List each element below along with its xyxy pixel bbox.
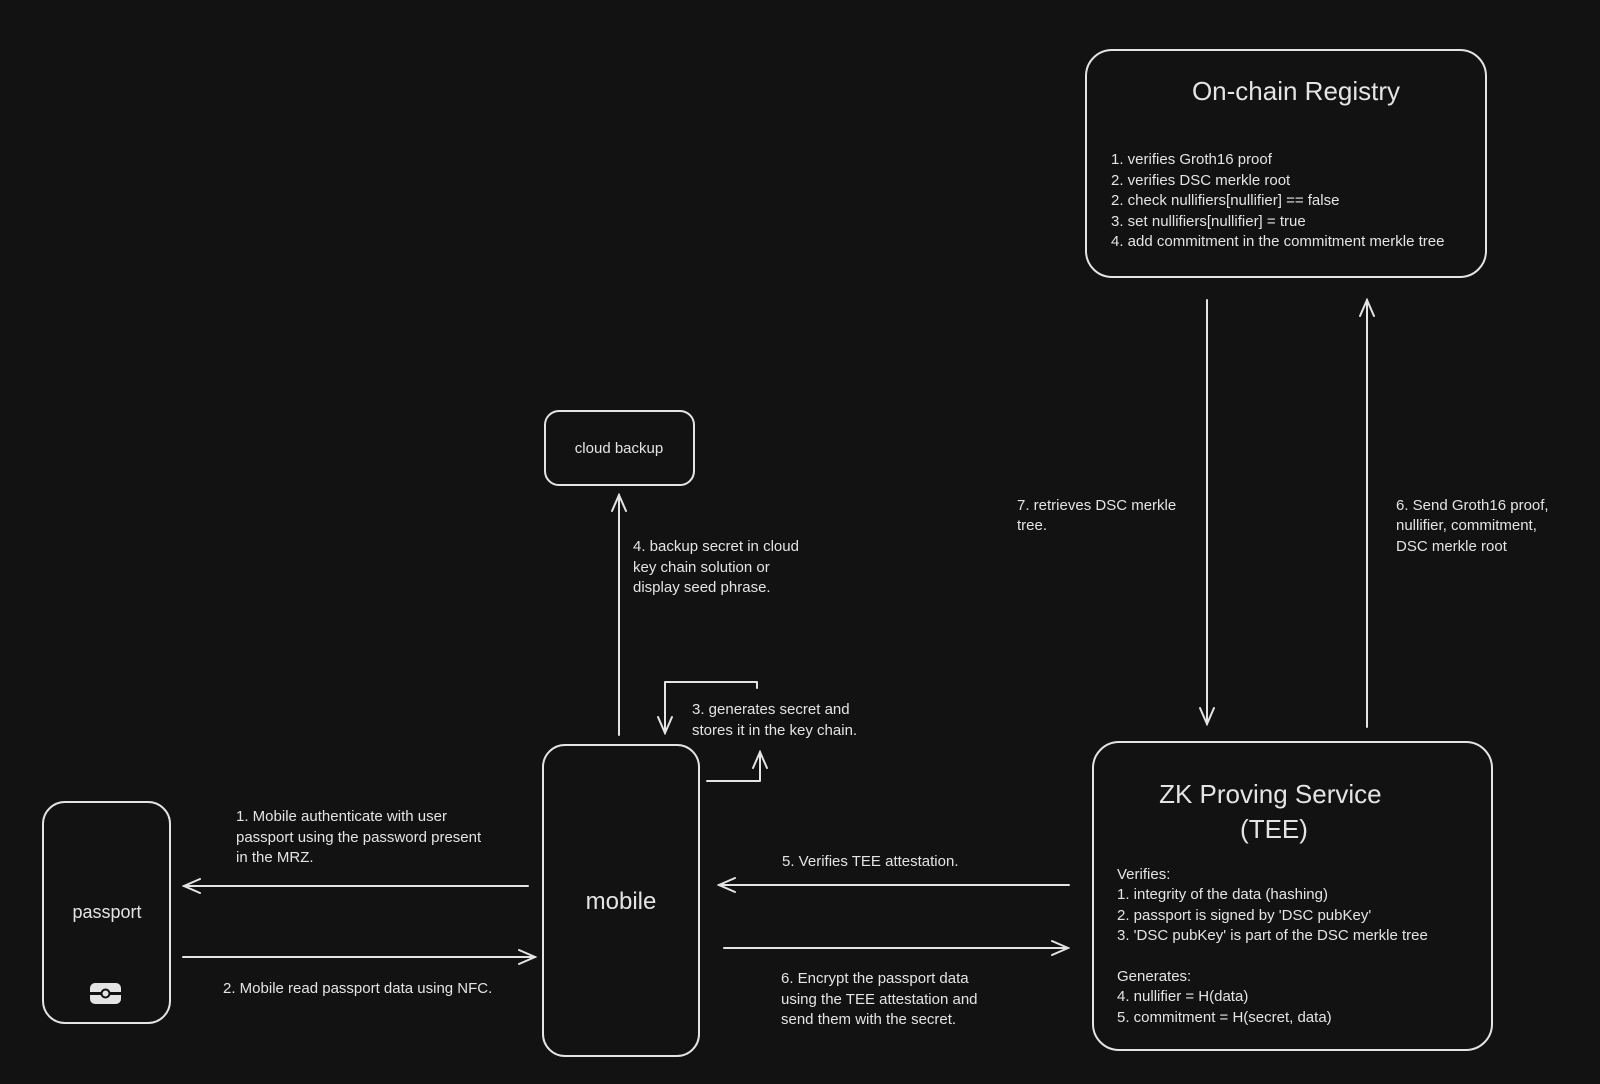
passport-node: passport xyxy=(42,801,171,1024)
zk-title: ZK Proving Service (TEE) xyxy=(1159,779,1389,844)
arrow-self-loop-in xyxy=(665,681,758,733)
step6-send-label: 6. Send Groth16 proof, nullifier, commit… xyxy=(1396,497,1553,555)
step3-label: 3. generates secret and stores it in the… xyxy=(692,701,857,739)
step7-label: 7. retrieves DSC merkle tree. xyxy=(1017,497,1180,534)
zk-details: Verifies: 1. integrity of the data (hash… xyxy=(1117,866,1432,1026)
nfc-chip-icon xyxy=(90,983,121,1004)
mobile-node: mobile xyxy=(542,744,700,1057)
zk-proving-service-node: ZK Proving Service (TEE) Verifies: 1. in… xyxy=(1092,741,1493,1051)
step5-label: 5. Verifies TEE attestation. xyxy=(782,853,958,870)
step2-label: 2. Mobile read passport data using NFC. xyxy=(223,980,492,997)
step6-encrypt-label: 6. Encrypt the passport data using the T… xyxy=(781,970,982,1028)
on-chain-registry-node: On-chain Registry 1. verifies Groth16 pr… xyxy=(1085,49,1487,278)
arrow-self-loop-out xyxy=(706,752,760,782)
passport-label: passport xyxy=(72,902,141,922)
registry-title: On-chain Registry xyxy=(1192,76,1400,106)
cloud-backup-node: cloud backup xyxy=(544,410,695,486)
step4-label: 4. backup secret in cloud key chain solu… xyxy=(633,538,803,596)
cloud-backup-label: cloud backup xyxy=(575,440,663,457)
registry-steps: 1. verifies Groth16 proof 2. verifies DS… xyxy=(1111,151,1444,250)
step1-label: 1. Mobile authenticate with user passpor… xyxy=(236,808,485,866)
mobile-label: mobile xyxy=(586,888,657,915)
